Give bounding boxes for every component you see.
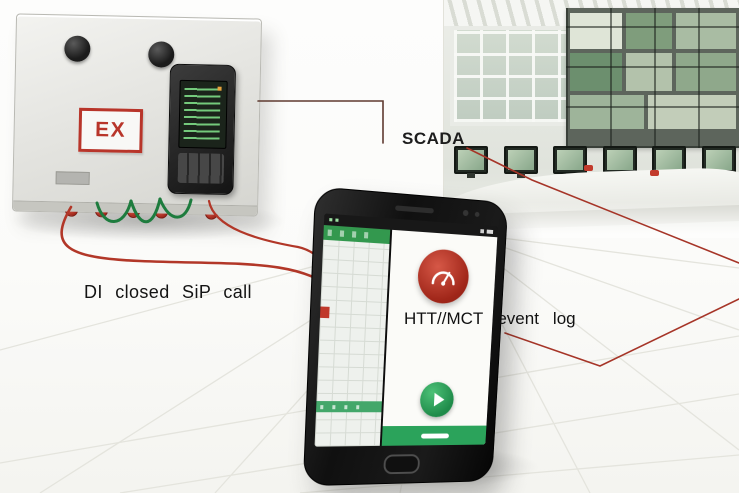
wall-screen <box>626 13 672 49</box>
phone-event-part: log <box>552 309 576 328</box>
wall-screen <box>648 95 736 129</box>
panel-tag-plate <box>55 171 90 186</box>
notification-icon <box>335 218 339 222</box>
phone-event-part: HTT//MCT <box>404 309 484 328</box>
operator-monitor <box>454 146 488 174</box>
gauge-icon <box>428 263 459 290</box>
ex-junction-box: EX <box>11 13 263 220</box>
panel-knob <box>64 35 91 63</box>
grid-table <box>314 239 390 447</box>
status-row <box>315 401 382 413</box>
control-room-windows <box>450 26 570 126</box>
battery-icon <box>486 229 494 234</box>
wall-screen <box>676 53 736 91</box>
di-event-label: DI closed SiP call <box>84 282 252 302</box>
ex-marking-text: EX <box>94 118 127 142</box>
grid-app-pane <box>314 225 393 447</box>
scada-label: SCADA <box>402 129 465 148</box>
smartphone <box>302 186 509 487</box>
desk-red-device <box>584 165 593 171</box>
phone-sensor <box>474 211 480 218</box>
status-left-icons <box>329 218 339 222</box>
panel-hmi-device <box>167 63 237 196</box>
notification-icon <box>329 218 333 222</box>
speaker-grille-icon <box>395 205 434 214</box>
wall-screen <box>570 13 622 49</box>
wall-screen <box>570 95 644 129</box>
wall-screen <box>570 53 622 91</box>
hmi-keypad <box>177 152 225 184</box>
signal-icon <box>480 228 485 233</box>
alarm-cell <box>319 306 330 319</box>
start-icon <box>433 392 445 407</box>
panel-knob <box>148 41 175 68</box>
bottom-action-bar <box>381 425 487 446</box>
start-button <box>419 381 455 418</box>
wire-panel-to-scada <box>257 100 384 144</box>
wall-screen <box>676 13 736 49</box>
hmi-screen <box>178 79 228 149</box>
status-right-icons <box>480 228 494 234</box>
alarm-badge <box>416 248 471 305</box>
phone-event-part: event <box>497 309 539 328</box>
wall-screen <box>626 53 672 91</box>
desk-red-device <box>650 170 659 176</box>
home-indicator <box>421 433 450 439</box>
operator-monitor <box>553 146 588 174</box>
operator-monitor <box>503 146 538 174</box>
ex-marking-plate: EX <box>78 107 144 154</box>
phone-camera <box>462 209 469 217</box>
event-app-pane <box>381 229 498 446</box>
home-button <box>383 454 421 475</box>
scada-screen-wall <box>566 8 739 148</box>
phone-event-label: HTT//MCT event log <box>404 309 576 329</box>
phone-screen-body <box>314 225 498 447</box>
phone-screen <box>314 213 498 447</box>
